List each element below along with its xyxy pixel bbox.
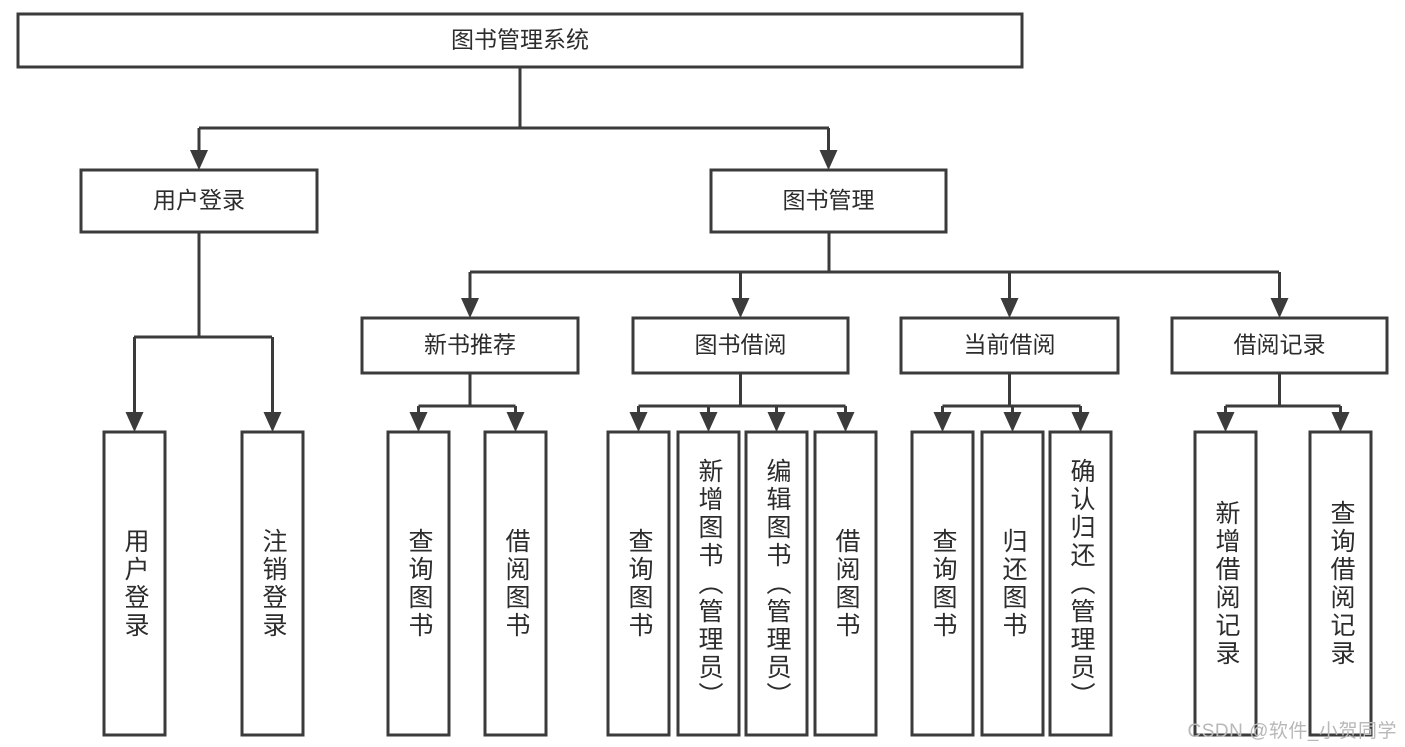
node-leaf-add-book-box[interactable] — [676, 430, 741, 737]
node-leaf-query-record-box[interactable] — [1308, 430, 1373, 737]
node-root-box[interactable] — [16, 12, 1024, 69]
arrow-current-borrow — [1000, 298, 1019, 318]
arrow-leaf-query-book-1 — [409, 412, 428, 432]
node-leaf-logout-login-box[interactable] — [240, 430, 305, 737]
arrow-leaf-user-login — [125, 412, 144, 432]
node-new-book-recommend-label: 新书推荐 — [424, 332, 516, 358]
node-new-book-recommend-box[interactable] — [360, 316, 580, 375]
node-leaf-borrow-book-1-box[interactable] — [483, 430, 548, 737]
node-book-management-label: 图书管理 — [783, 187, 875, 213]
node-borrow-record-box[interactable] — [1170, 316, 1389, 375]
arrow-book-management — [819, 150, 838, 170]
arrow-leaf-query-record — [1331, 412, 1350, 432]
box-layer — [16, 12, 1389, 737]
connector-layer — [125, 67, 1350, 432]
arrow-leaf-borrow-book-1 — [506, 412, 525, 432]
node-current-borrow-box[interactable] — [899, 316, 1120, 375]
arrow-leaf-add-record — [1216, 412, 1235, 432]
arrow-leaf-confirm-return — [1071, 412, 1090, 432]
arrow-leaf-add-book — [699, 412, 718, 432]
arrow-user-login — [190, 150, 208, 170]
node-leaf-borrow-book-2-box[interactable] — [813, 430, 878, 737]
node-current-borrow-label: 当前借阅 — [964, 332, 1056, 358]
arrow-leaf-query-book-2 — [629, 412, 648, 432]
arrow-leaf-query-book-3 — [933, 412, 952, 432]
node-leaf-user-login-box[interactable] — [102, 430, 167, 737]
node-book-management-box[interactable] — [709, 168, 948, 234]
node-user-login-box[interactable] — [79, 168, 319, 234]
node-borrow-record-label: 借阅记录 — [1234, 332, 1326, 358]
arrow-book-borrow — [731, 298, 750, 318]
node-book-borrow-label: 图书借阅 — [695, 332, 787, 358]
arrow-new-book-recommend — [461, 298, 479, 318]
node-book-borrow-box[interactable] — [631, 316, 850, 375]
node-leaf-add-record-box[interactable] — [1193, 430, 1258, 737]
arrow-leaf-borrow-book-2 — [836, 412, 855, 432]
arrow-borrow-record — [1270, 298, 1289, 318]
node-user-login-label: 用户登录 — [153, 187, 245, 213]
node-leaf-query-book-1-box[interactable] — [386, 430, 451, 737]
watermark-text: CSDN @软件_小贺同学 — [1187, 721, 1397, 742]
node-leaf-edit-book-box[interactable] — [744, 430, 809, 737]
arrow-leaf-edit-book — [767, 412, 786, 432]
node-leaf-confirm-return-box[interactable] — [1048, 430, 1113, 737]
arrow-leaf-return-book — [1003, 412, 1022, 432]
node-leaf-return-book-box[interactable] — [980, 430, 1045, 737]
node-leaf-query-book-2-box[interactable] — [606, 430, 671, 737]
arrow-leaf-logout-login — [263, 412, 282, 432]
node-leaf-query-book-3-box[interactable] — [910, 430, 975, 737]
node-root-label: 图书管理系统 — [451, 27, 589, 53]
